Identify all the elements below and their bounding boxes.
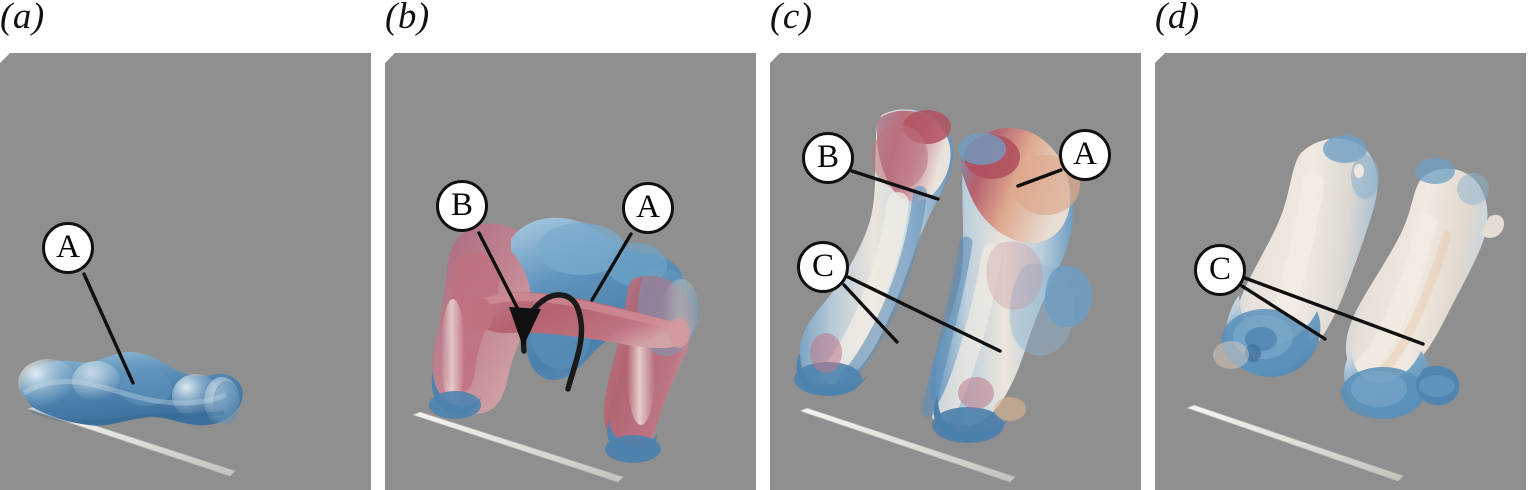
panel-label-a: (a) <box>0 0 45 37</box>
ground-reference-line <box>799 407 1016 483</box>
panel-label-b: (b) <box>385 0 430 37</box>
callout-b[interactable]: B <box>802 132 854 184</box>
callout-label: C <box>811 247 834 284</box>
surface-mesh-d <box>1213 135 1505 419</box>
panel-b: (b) <box>385 0 756 490</box>
callout-a[interactable]: A <box>622 182 674 234</box>
callout-label: A <box>636 188 660 225</box>
callout-b[interactable]: B <box>436 180 488 232</box>
panel-c: (c) <box>770 0 1141 490</box>
render-viewport-c[interactable]: B A C <box>770 53 1141 490</box>
callout-c[interactable]: C <box>797 241 849 293</box>
callout-label: B <box>816 138 839 175</box>
callout-c[interactable]: C <box>1194 244 1246 296</box>
surface-mesh-a <box>18 351 243 426</box>
surface-mesh-b <box>429 217 699 463</box>
panel-label-c: (c) <box>770 0 813 37</box>
callout-a[interactable]: A <box>42 222 94 274</box>
callout-label: C <box>1208 250 1231 287</box>
ground-reference-line <box>1186 404 1404 482</box>
callout-a[interactable]: A <box>1059 129 1111 181</box>
callout-label: B <box>450 186 473 223</box>
callout-label: A <box>1073 135 1097 172</box>
render-viewport-d[interactable]: C <box>1155 53 1526 490</box>
panel-label-d: (d) <box>1155 0 1200 37</box>
callout-label: A <box>56 228 80 265</box>
panel-a: (a) <box>0 0 371 490</box>
ground-reference-line <box>412 411 624 483</box>
render-viewport-b[interactable]: B A <box>385 53 756 490</box>
render-viewport-a[interactable]: A <box>0 53 371 490</box>
panel-d: (d) <box>1155 0 1526 490</box>
